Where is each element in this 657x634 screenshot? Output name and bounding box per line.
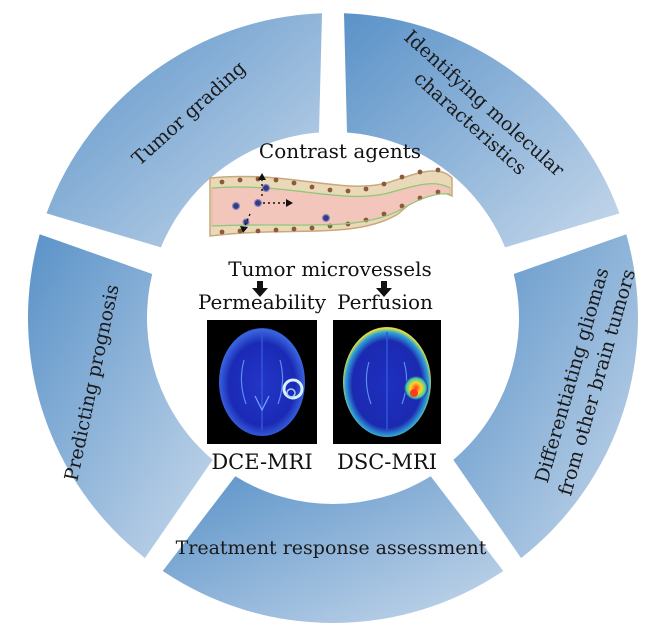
permeability-label: Permeability bbox=[198, 290, 327, 314]
segment-label-treatment: Treatment response assessment bbox=[176, 537, 487, 559]
ring-segment-treatment bbox=[162, 476, 504, 623]
blood-vessel-illustration bbox=[209, 167, 453, 237]
ring-segments bbox=[27, 13, 638, 623]
ring-segment-prognosis bbox=[27, 234, 213, 559]
dce-mri-image bbox=[207, 320, 317, 444]
down-arrow-icon bbox=[252, 281, 268, 297]
dce-mri-label: DCE-MRI bbox=[211, 450, 312, 474]
ring-segment-molecular bbox=[343, 13, 620, 248]
perfusion-label: Perfusion bbox=[337, 290, 433, 314]
contrast-agents-label: Contrast agents bbox=[259, 139, 421, 163]
dsc-mri-label: DSC-MRI bbox=[337, 450, 437, 474]
ring-segment-tumor-grading bbox=[46, 13, 323, 248]
tumor-microvessels-label: Tumor microvessels bbox=[228, 257, 431, 281]
ring-segment-differentiating bbox=[453, 234, 638, 559]
dsc-mri-image bbox=[333, 320, 441, 444]
down-arrow-icon bbox=[376, 281, 392, 297]
